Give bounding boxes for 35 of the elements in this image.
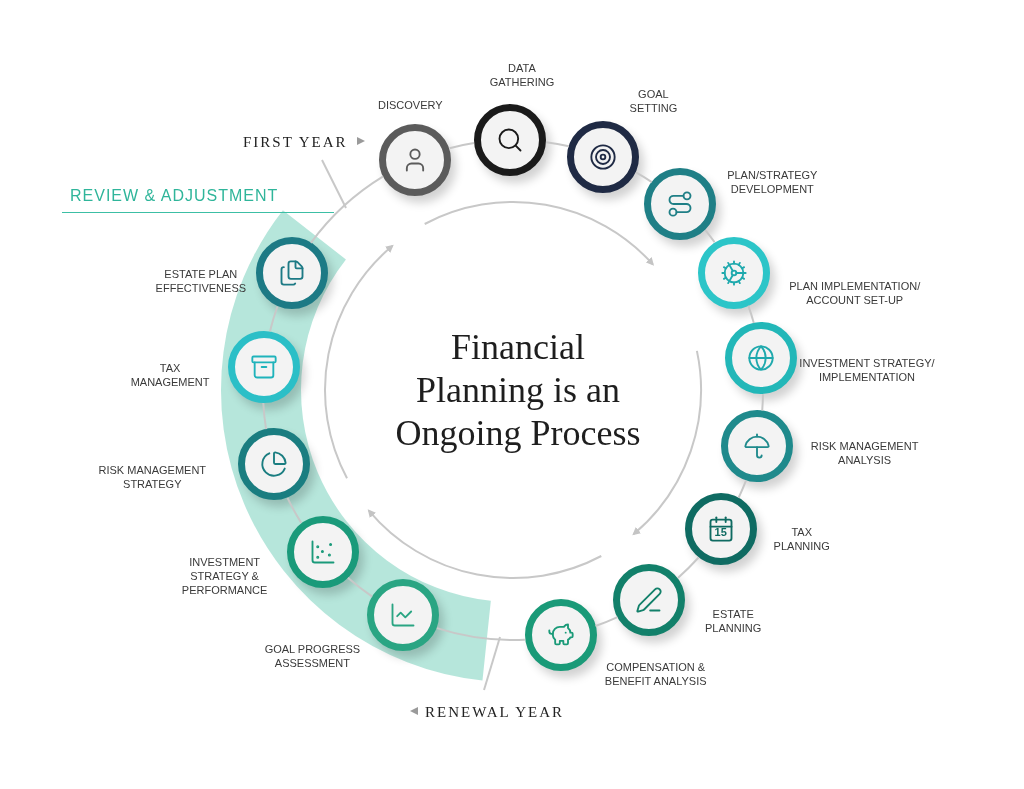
- milestone-label: RENEWAL YEAR: [425, 703, 565, 722]
- step-label: RISK MANAGEMENT STRATEGY: [97, 463, 208, 492]
- ring-connector: [346, 576, 374, 598]
- step-label: INVESTMENT STRATEGY/ IMPLEMENTATION: [798, 356, 936, 385]
- step-label: DISCOVERY: [378, 97, 443, 112]
- step-label: TAX MANAGEMENT: [129, 360, 211, 389]
- ring-connector: [676, 556, 700, 579]
- step-label: TAX PLANNING: [772, 525, 831, 554]
- ring-connector: [704, 229, 716, 244]
- step-label: ESTATE PLAN EFFECTIVENESS: [154, 267, 248, 296]
- step-label: COMPENSATION & BENEFIT ANALYSIS: [603, 660, 708, 689]
- step-label: INVESTMENT STRATEGY & PERFORMANCE: [180, 555, 269, 597]
- ring-connector: [435, 627, 526, 641]
- section-heading: REVIEW & ADJUSTMENT: [62, 184, 334, 213]
- step-label: RISK MANAGEMENT ANALYSIS: [809, 439, 920, 468]
- ring-connector: [594, 616, 619, 627]
- ring-connector: [635, 171, 653, 184]
- ring-connector: [747, 304, 755, 324]
- step-label: ESTATE PLANNING: [704, 606, 763, 635]
- diagram-title: Financial Planning is an Ongoing Process: [394, 325, 642, 455]
- ring-connector: [448, 142, 475, 150]
- step-label: GOAL PROGRESS ASSESSMENT: [263, 641, 362, 670]
- step-label: GOAL SETTING: [628, 86, 679, 115]
- step-label: DATA GATHERING: [488, 61, 556, 89]
- ring-connector: [737, 479, 747, 499]
- milestone-label: FIRST YEAR: [243, 133, 348, 152]
- ring-connector: [286, 496, 303, 524]
- ring-connector: [761, 393, 764, 412]
- ring-connector: [269, 305, 279, 333]
- ring-connector: [262, 402, 268, 431]
- step-label: PLAN IMPLEMENTATION/ ACCOUNT SET-UP: [788, 278, 922, 307]
- ring-connector: [309, 175, 385, 244]
- ring-connector: [545, 141, 570, 148]
- date-number: 15: [714, 526, 727, 539]
- step-label: PLAN/STRATEGY DEVELOPMENT: [726, 168, 819, 197]
